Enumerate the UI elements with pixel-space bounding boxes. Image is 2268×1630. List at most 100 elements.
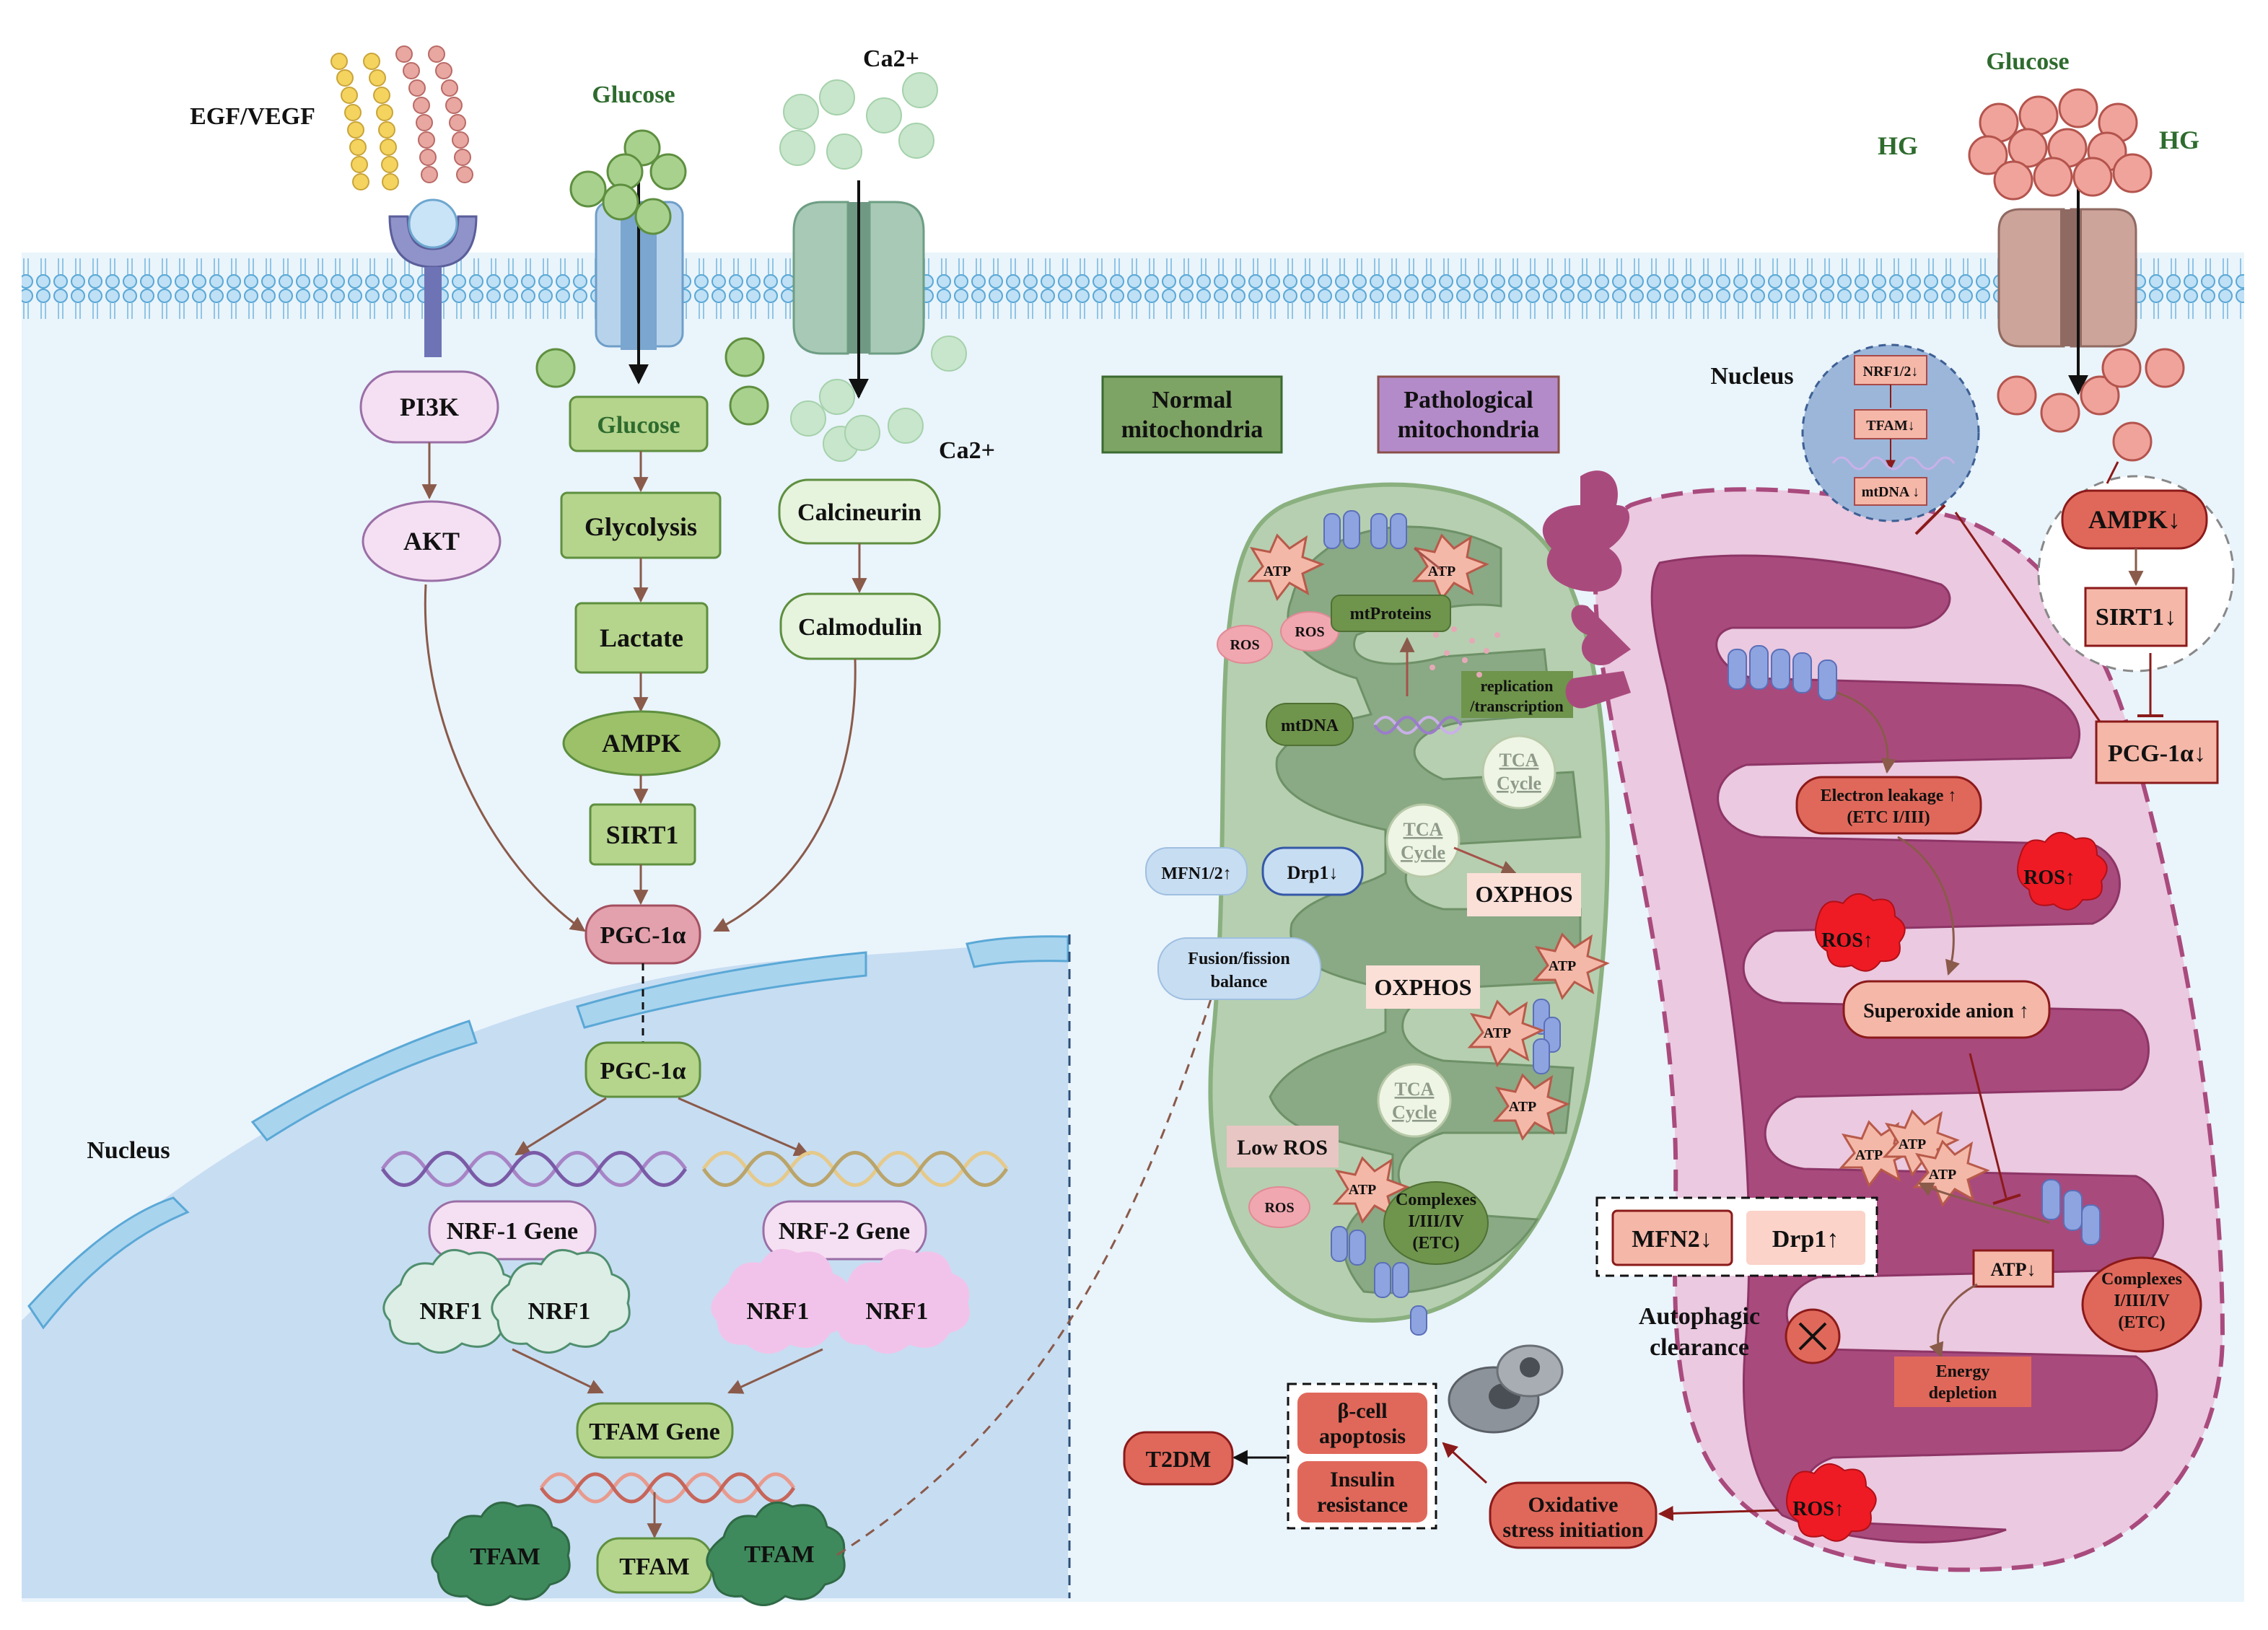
svg-text:Complexes: Complexes <box>2101 1270 2182 1289</box>
svg-text:Glucose: Glucose <box>597 412 680 439</box>
ros-n2: ROS <box>1295 624 1324 640</box>
nrf1-protein-a: NRF1 <box>382 1248 522 1354</box>
oxphos-node-2: OXPHOS <box>1366 965 1480 1009</box>
patho-mtdna-helix <box>1831 456 1956 470</box>
ros-n3: ROS <box>1264 1200 1294 1216</box>
svg-text:mitochondria: mitochondria <box>1121 416 1263 443</box>
svg-text:Superoxide anion ↑: Superoxide anion ↑ <box>1863 1000 2029 1022</box>
mtdna-node: mtDNA <box>1266 703 1354 746</box>
svg-text:Drp1↓: Drp1↓ <box>1287 862 1339 883</box>
svg-text:TFAM Gene: TFAM Gene <box>589 1419 720 1445</box>
tfam-protein-right: TFAM <box>706 1501 846 1606</box>
svg-text:Normal: Normal <box>1152 387 1232 413</box>
svg-text:(ETC I/III): (ETC I/III) <box>1847 808 1930 827</box>
svg-text:Glycolysis: Glycolysis <box>584 512 697 541</box>
dead-cell-icons <box>1448 1344 1564 1434</box>
glucose-transporter <box>595 180 684 385</box>
lactate-node: Lactate <box>574 602 709 674</box>
ros-clouds-normal <box>1217 611 1339 1228</box>
svg-text:Energy: Energy <box>1936 1362 1990 1381</box>
svg-text:OXPHOS: OXPHOS <box>1374 974 1471 1000</box>
patho-tfam-node: TFAM↓ <box>1854 409 1927 439</box>
replication-node: replication /transcription <box>1461 671 1573 718</box>
svg-text:I/III/IV: I/III/IV <box>1408 1212 1464 1231</box>
ros-n1: ROS <box>1230 637 1259 653</box>
egf-receptor <box>330 45 478 357</box>
svg-text:Complexes: Complexes <box>1396 1191 1476 1209</box>
svg-text:mtProteins: mtProteins <box>1350 605 1432 623</box>
atp-p3: ATP <box>1929 1167 1957 1183</box>
svg-text:ATP↓: ATP↓ <box>1990 1259 2036 1280</box>
svg-text:TFAM: TFAM <box>619 1554 690 1580</box>
ca-right-label: Ca2+ <box>939 437 995 464</box>
atp-down-node: ATP↓ <box>1972 1249 2054 1288</box>
sirt1-node: SIRT1 <box>589 803 696 866</box>
svg-text:TFAM: TFAM <box>744 1541 815 1568</box>
svg-text:stress initiation: stress initiation <box>1502 1518 1644 1542</box>
patho-nucleus-label: Nucleus <box>1710 363 1793 390</box>
ca-top-label: Ca2+ <box>863 45 919 72</box>
svg-text:Calmodulin: Calmodulin <box>798 614 922 641</box>
tca-cycles <box>1377 735 1556 1138</box>
svg-text:TFAM↓: TFAM↓ <box>1866 418 1914 434</box>
nrf2-gene-node: NRF-2 Gene <box>762 1200 927 1261</box>
svg-text:Oxidative: Oxidative <box>1528 1493 1619 1517</box>
tca-label-2b: Cycle <box>1401 842 1445 863</box>
calcineurin-node: Calcineurin <box>778 478 941 545</box>
ros-up-badges <box>1786 832 2108 1542</box>
svg-text:SIRT1: SIRT1 <box>606 820 679 849</box>
svg-text:MFN2↓: MFN2↓ <box>1632 1226 1712 1253</box>
akt-node: AKT <box>362 500 502 582</box>
tfam-gene-node: TFAM Gene <box>576 1402 734 1459</box>
svg-text:apoptosis: apoptosis <box>1319 1424 1406 1448</box>
patho-ampk-node: AMPK↓ <box>2061 489 2208 550</box>
etc-complexes-normal <box>1323 510 1561 1336</box>
dashed-link-to-mito <box>836 900 1245 1556</box>
patho-pcg1a-node: PCG-1α↓ <box>2095 720 2219 784</box>
oxidative-stress-node: Oxidative stress initiation <box>1489 1481 1658 1549</box>
atp-n5: ATP <box>1509 1099 1537 1115</box>
complexes-node-normal: Complexes I/III/IV (ETC) <box>1383 1181 1489 1265</box>
pi3k-node: PI3K <box>359 370 499 444</box>
blocked-x-icon <box>1785 1308 1841 1364</box>
ros-up-1: ROS↑ <box>2023 867 2075 889</box>
svg-text:OXPHOS: OXPHOS <box>1475 881 1572 907</box>
autophagic-label-1: Autophagic <box>1639 1303 1760 1330</box>
tfam-protein-left: TFAM <box>431 1501 571 1606</box>
tfam-dna <box>539 1472 796 1504</box>
low-ros-node: Low ROS <box>1227 1126 1339 1167</box>
mfn2-node: MFN2↓ <box>1611 1209 1733 1266</box>
nuclear-envelope <box>27 935 1069 1330</box>
svg-text:Insulin: Insulin <box>1330 1468 1395 1491</box>
svg-text:PCG-1α↓: PCG-1α↓ <box>2108 740 2206 767</box>
glycolysis-node: Glycolysis <box>560 491 722 559</box>
svg-text:PGC-1α: PGC-1α <box>600 922 686 949</box>
patho-nrf12-node: NRF1/2↓ <box>1854 355 1927 385</box>
nrf1-gene-node: NRF-1 Gene <box>428 1200 597 1261</box>
tca-label-1: TCA <box>1499 750 1539 771</box>
ros-up-3: ROS↑ <box>1792 1498 1844 1520</box>
tfam-center-node: TFAM <box>596 1537 713 1594</box>
mtdna-helix <box>1373 716 1463 735</box>
pgc1a-node: PGC-1α <box>584 904 701 965</box>
tca-label-1b: Cycle <box>1497 773 1541 794</box>
tca-label-2: TCA <box>1404 819 1443 840</box>
patho-sirt1-node: SIRT1↓ <box>2084 587 2188 647</box>
drp1-node-normal: Drp1↓ <box>1261 846 1364 896</box>
svg-text:NRF1: NRF1 <box>420 1298 483 1325</box>
svg-text:Lactate: Lactate <box>600 623 683 652</box>
svg-text:MFN1/2↑: MFN1/2↑ <box>1161 864 1231 883</box>
calcium-channel <box>792 180 925 399</box>
nrf2-dna <box>701 1151 1009 1187</box>
nucleus-label: Nucleus <box>87 1137 170 1164</box>
svg-text:TFAM: TFAM <box>470 1543 540 1570</box>
svg-text:PGC-1α: PGC-1α <box>600 1058 686 1085</box>
svg-text:NRF1: NRF1 <box>528 1298 591 1325</box>
svg-text:NRF-1 Gene: NRF-1 Gene <box>447 1218 578 1245</box>
ampk-node: AMPK <box>562 710 721 776</box>
tca-label-3b: Cycle <box>1392 1102 1437 1123</box>
svg-text:/transcription: /transcription <box>1469 697 1564 715</box>
protein-dots <box>1429 626 1500 678</box>
mfn12-node: MFN1/2↑ <box>1145 847 1248 895</box>
mtproteins-node: mtProteins <box>1331 595 1451 632</box>
